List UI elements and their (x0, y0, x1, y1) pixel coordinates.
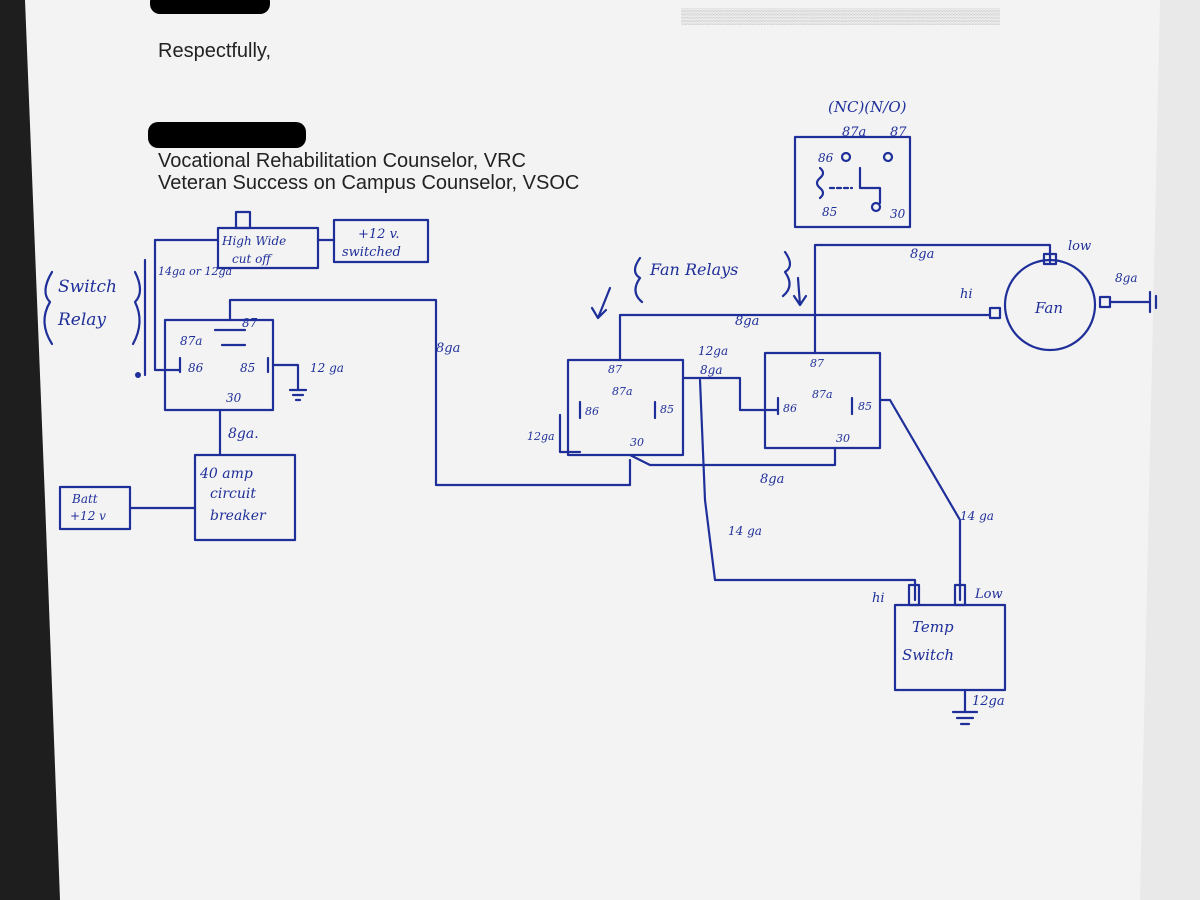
fan-relay-left-pin30: 30 (630, 436, 644, 449)
high-wide-cutoff: High Wide cut off (216, 210, 320, 270)
fan-relay-right-pin30: 30 (836, 432, 850, 445)
breaker-line2: circuit (210, 486, 256, 502)
wire-label-14-12: 14ga or 12ga (158, 265, 232, 278)
fan-label: Fan (1034, 299, 1063, 317)
letter-closing: Respectfully, (158, 40, 272, 62)
relay-legend-pin85: 85 (822, 205, 837, 219)
switch-relay-pin87a: 87a (180, 334, 202, 348)
switch-relay-pin85: 85 (240, 361, 255, 375)
temp-switch-line2: Switch (902, 646, 954, 664)
fan-relay-right-pin86: 86 (783, 402, 797, 415)
temp-switch: Temp Switch hi Low 12ga (872, 583, 1007, 726)
fan-relays-note: Fan Relays (590, 250, 808, 320)
temp-switch-low: Low (974, 587, 1003, 602)
fan-relays-label: Fan Relays (649, 260, 738, 279)
switch-relay: 87 87a 86 85 30 (163, 316, 275, 412)
breaker-line3: breaker (210, 508, 267, 524)
wire-label-12ga-left: 12ga (527, 430, 555, 443)
letter-title-line-1: Vocational Rehabilitation Counselor, VRC (158, 150, 526, 172)
wire-label-8ga-fan-top: 8ga (910, 247, 934, 262)
wire-label-8ga-fan-right: 8ga (1115, 271, 1137, 285)
wire-label-8ga-bottom: 8ga (760, 472, 784, 487)
redaction-bar-top (150, 0, 270, 14)
temp-switch-line1: Temp (912, 618, 954, 636)
relay-legend-box (793, 135, 912, 229)
fan-relay-left-pin87: 87 (608, 363, 622, 376)
switch-relay-pin87: 87 (242, 316, 258, 330)
letter-title-line-2: Veteran Success on Campus Counselor, VSO… (158, 172, 580, 194)
switch-note-line2: Relay (57, 310, 106, 330)
battery-line2: +12 v (70, 509, 106, 523)
plus12-switched: +12 v. switched (316, 218, 430, 264)
fan-relay-right-pin87a: 87a (812, 388, 833, 401)
switch-relay-note: Switch Relay (43, 270, 142, 346)
relay-legend-pin86: 86 (818, 151, 834, 165)
switch-note-line1: Switch (58, 277, 117, 297)
cutoff-line2: cut off (232, 252, 273, 266)
relay-legend: (NC)(N/O) 87a 87 86 85 30 (793, 98, 912, 229)
fan-relay-right-pin85: 85 (858, 400, 872, 413)
fan-relay-right: 87 87a 86 85 30 (763, 351, 882, 450)
wire-label-14ga-left: 14 ga (728, 524, 762, 538)
plus12-line1: +12 v. (358, 227, 400, 242)
breaker-line1: 40 amp (199, 466, 253, 482)
relay-legend-pin30: 30 (890, 207, 906, 221)
fan: Fan low hi 8ga (960, 239, 1158, 352)
temp-switch-hi: hi (872, 591, 885, 606)
fan-low-label: low (1068, 239, 1091, 254)
wire-label-8ga-between: 8ga (700, 363, 722, 377)
relay-legend-nc-no: (NC)(N/O) (828, 98, 907, 116)
battery: Batt +12 v (58, 485, 197, 531)
switch-relay-pin86: 86 (188, 361, 204, 375)
wire-label-12ga-ground-sw: 12 ga (310, 361, 344, 375)
fan-relay-left-pin86: 86 (585, 405, 599, 418)
wire-label-8ga-breaker: 8ga. (228, 426, 259, 442)
redaction-bar-name (148, 122, 306, 148)
wire-label-12ga-between: 12ga (698, 344, 728, 358)
plus12-line2: switched (342, 245, 401, 260)
fan-hi-label: hi (960, 287, 973, 302)
wire-label-8ga-fan-mid: 8ga (735, 314, 759, 329)
circuit-breaker: 40 amp circuit breaker (193, 453, 297, 542)
battery-line1: Batt (71, 492, 98, 506)
fan-relay-left-pin87a: 87a (612, 385, 633, 398)
wire-label-8ga-center: 8ga (436, 341, 460, 356)
fan-relay-right-pin87: 87 (810, 357, 824, 370)
fan-relay-left: 87 87a 86 85 30 (566, 358, 685, 457)
wire-label-12ga-ground: 12ga (972, 694, 1005, 709)
cutoff-line1: High Wide (221, 234, 286, 248)
fan-relay-left-pin85: 85 (660, 403, 674, 416)
switch-relay-pin30: 30 (226, 391, 242, 405)
wire-label-14ga-right: 14 ga (960, 509, 994, 523)
